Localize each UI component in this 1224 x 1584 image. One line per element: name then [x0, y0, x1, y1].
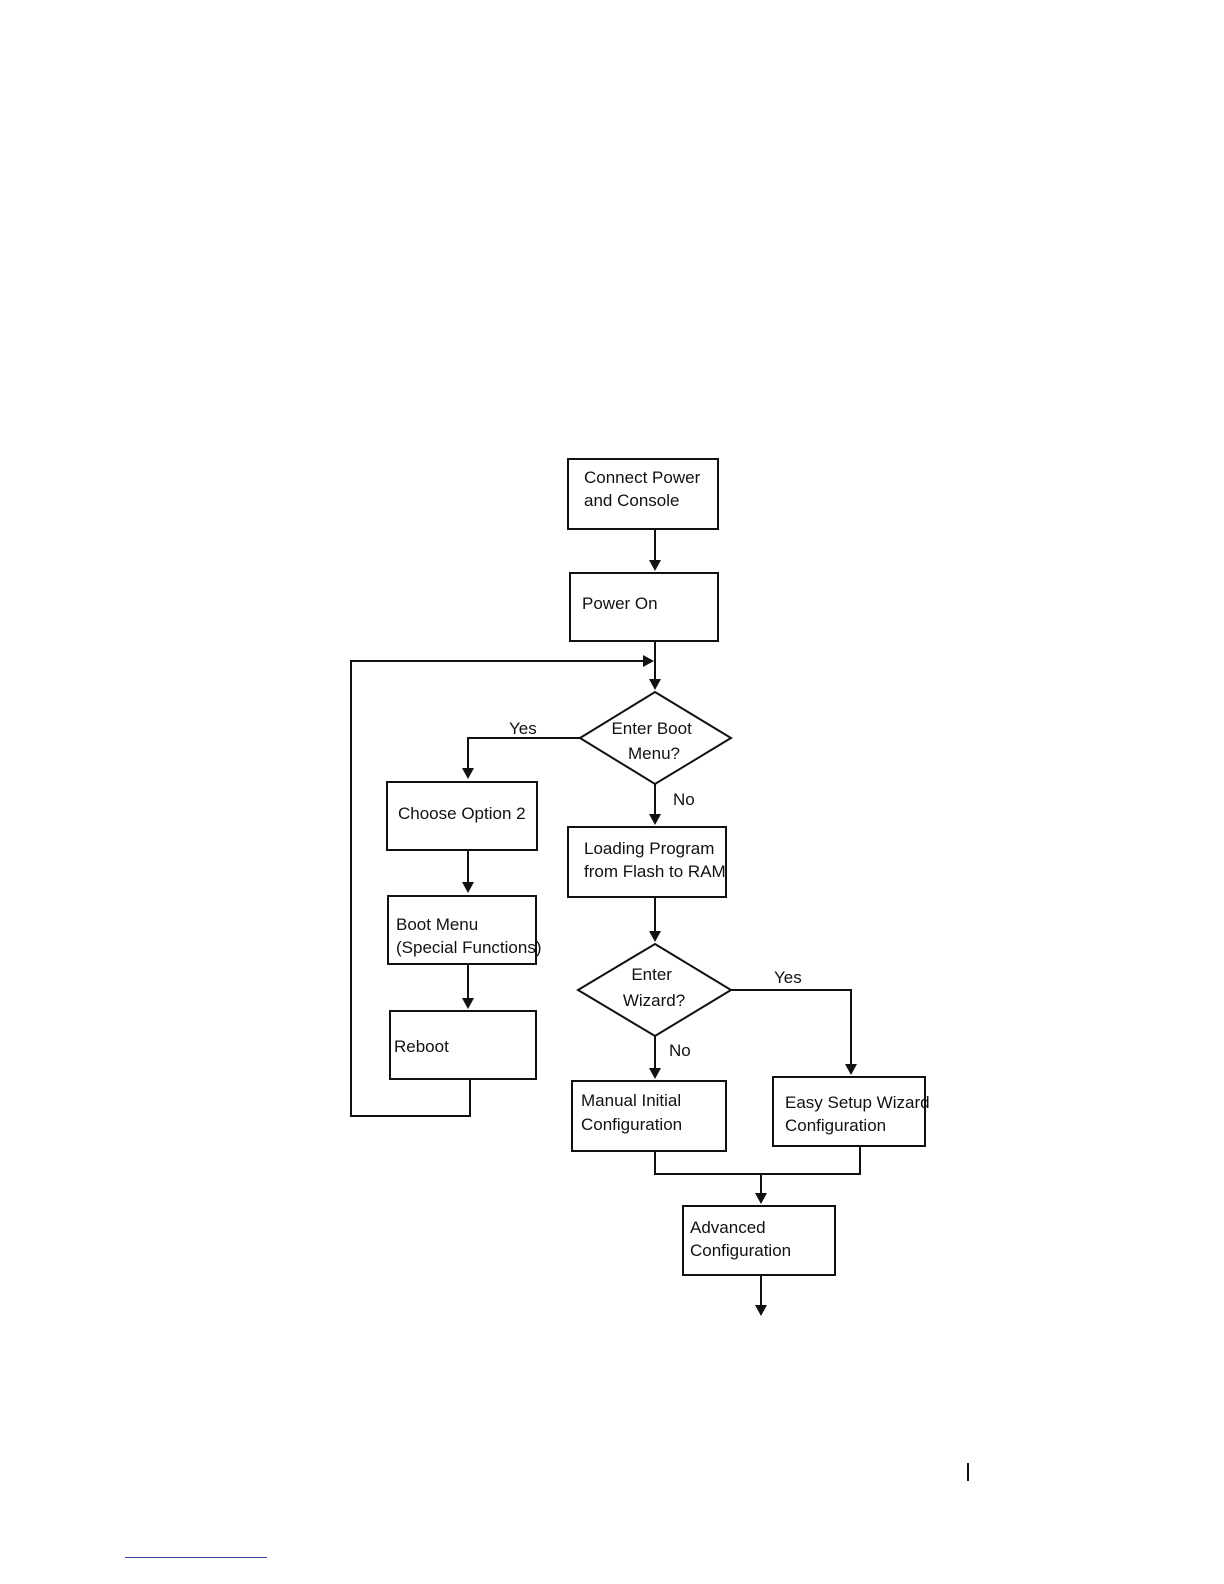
decision-enter-wizard: Enter Wizard?: [578, 944, 731, 1036]
edge-bootmenu-yes: [468, 738, 580, 768]
node-label: Choose Option 2: [398, 804, 526, 823]
node-connect-power: Connect Power and Console: [568, 459, 718, 529]
arrowhead: [462, 882, 474, 893]
change-bar: [967, 1463, 969, 1481]
arrowhead: [643, 655, 654, 667]
node-power-on: Power On: [570, 573, 718, 641]
arrowhead: [462, 998, 474, 1009]
edge-label-wizard-no: No: [669, 1041, 691, 1060]
arrowhead: [649, 1068, 661, 1079]
arrowhead: [845, 1064, 857, 1075]
edge-wizard-yes: [731, 990, 851, 1064]
arrowhead: [755, 1193, 767, 1204]
node-label: Power On: [582, 594, 658, 613]
node-manual-initial-config: Manual Initial Configuration: [572, 1081, 726, 1151]
arrowhead: [462, 768, 474, 779]
edge-label-wizard-yes: Yes: [774, 968, 802, 987]
node-label: Reboot: [394, 1037, 449, 1056]
arrowhead: [649, 679, 661, 690]
node-advanced-config: Advanced Configuration: [683, 1206, 835, 1275]
decision-enter-boot-menu: Enter Boot Menu?: [580, 692, 731, 784]
arrowhead: [649, 931, 661, 942]
node-boot-menu-special: Boot Menu (Special Functions): [388, 896, 542, 964]
arrowhead: [755, 1305, 767, 1316]
node-choose-option-2: Choose Option 2: [387, 782, 537, 850]
arrowhead: [649, 560, 661, 571]
node-reboot: Reboot: [390, 1011, 536, 1079]
edge-label-boot-yes: Yes: [509, 719, 537, 738]
node-easy-setup-wizard-config: Easy Setup Wizard Configuration: [773, 1077, 934, 1146]
arrowhead: [649, 814, 661, 825]
footer-rule: [125, 1557, 267, 1558]
edge-label-boot-no: No: [673, 790, 695, 809]
node-loading-program: Loading Program from Flash to RAM: [568, 827, 726, 897]
